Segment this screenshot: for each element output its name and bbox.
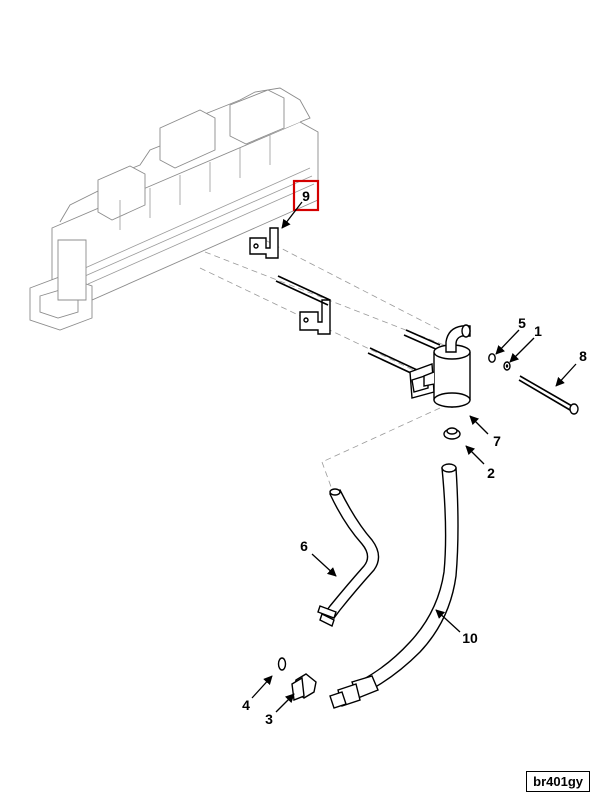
callout-4: 4: [242, 697, 250, 713]
part-2-clamp: [443, 427, 461, 440]
callout-6: 6: [300, 538, 308, 554]
callout-7: 7: [493, 433, 501, 449]
callout-8: 8: [579, 348, 587, 364]
callout-10: 10: [462, 630, 478, 646]
part-10-hose: [329, 463, 459, 709]
callout-3: 3: [265, 711, 273, 727]
leader-lines: [251, 201, 577, 713]
part-6-hose: [317, 488, 380, 627]
part-3-fitting: [291, 673, 317, 701]
installation-guide-lines: [199, 239, 471, 496]
part-5-washer: [488, 353, 496, 363]
callout-1: 1: [534, 323, 542, 339]
callout-9-highlight-box: [292, 179, 320, 212]
callout-2: 2: [487, 465, 495, 481]
part-4-o-ring: [277, 657, 287, 671]
part-8-bolt: [518, 375, 579, 415]
callout-5: 5: [518, 315, 526, 331]
engine-block: [29, 87, 319, 331]
mounting-rods: [275, 275, 441, 382]
callout-9: 9: [302, 188, 310, 204]
figure-id-label: br401gy: [526, 771, 590, 792]
callout-labels: 9 5 1 8 7 2 6 10 4 3: [242, 188, 587, 727]
part-7-canister: [409, 324, 471, 408]
part-1-nut: [503, 361, 511, 371]
